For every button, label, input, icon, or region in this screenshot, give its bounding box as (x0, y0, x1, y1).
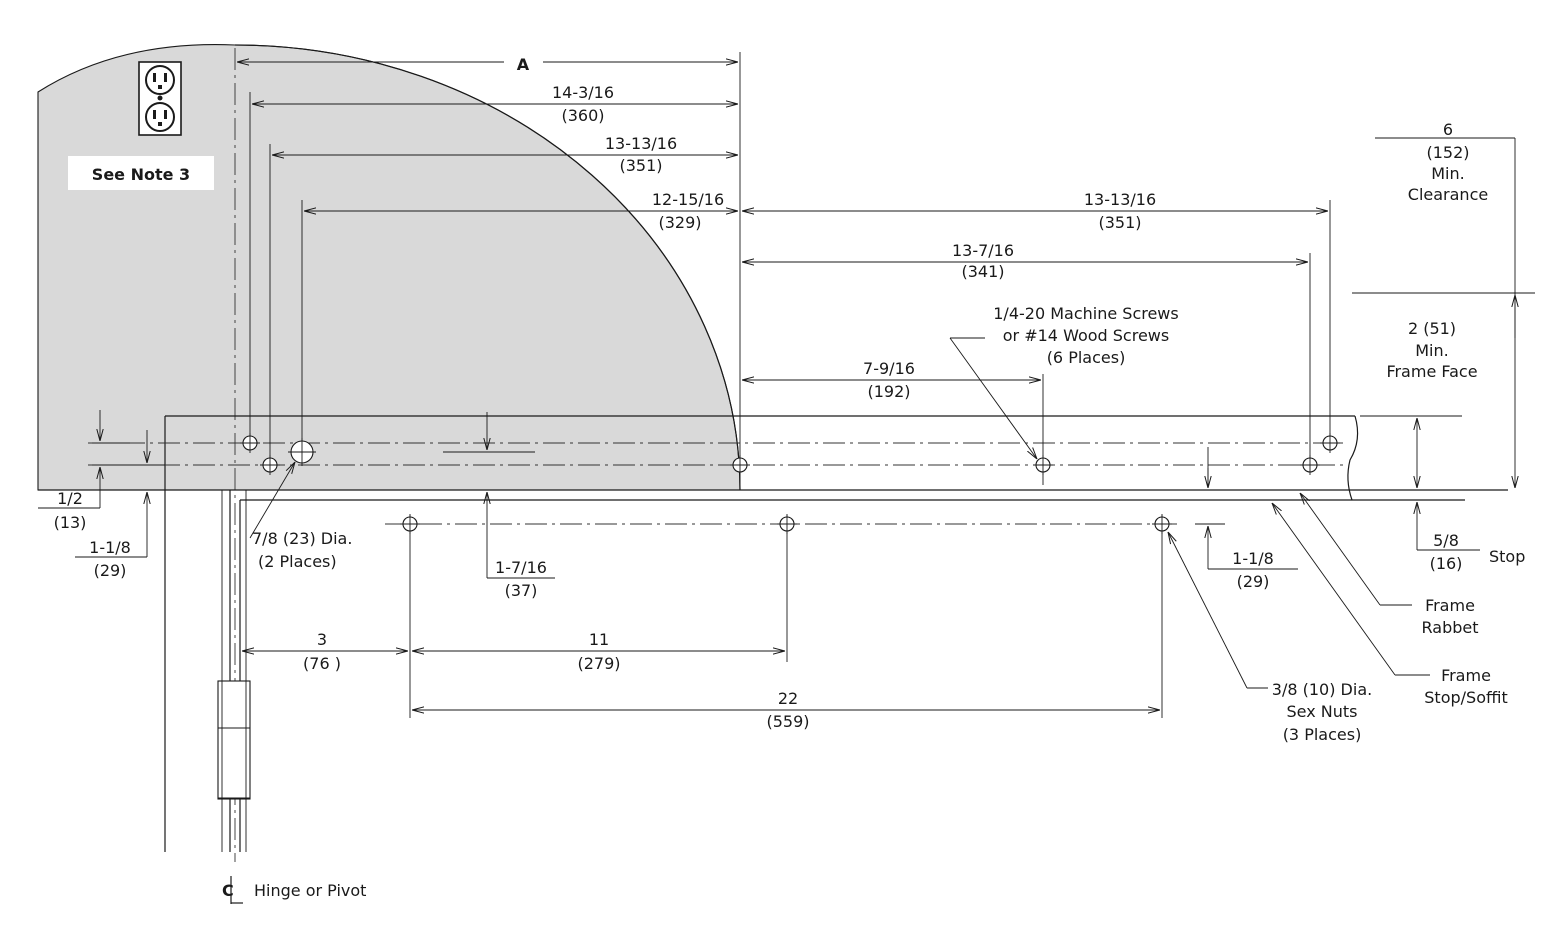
screws-note-line1: 1/4-20 Machine Screws (993, 304, 1178, 323)
dim-1-1-8-left-mm: (29) (94, 561, 127, 580)
dim-329: (329) (658, 213, 701, 232)
dim-1-1-8-right-mm: (29) (1237, 572, 1270, 591)
dia-7-8-line2: (2 Places) (258, 552, 337, 571)
clearance-min: Min. (1431, 164, 1464, 183)
dim-half: 1/2 (57, 489, 83, 508)
dim-5-8: 5/8 (1433, 531, 1459, 550)
clearance-label: Clearance (1408, 185, 1488, 204)
frame-face-value: 2 (51) (1408, 319, 1456, 338)
dim-13-7-16: 13-7/16 (952, 241, 1014, 260)
dim-351-left: (351) (619, 156, 662, 175)
dim-1-7-16: 1-7/16 (495, 558, 547, 577)
dimension-arrows (38, 62, 1515, 710)
dim-192: (192) (867, 382, 910, 401)
nuts-note-line1: 3/8 (10) Dia. (1272, 680, 1372, 699)
dim-7-9-16: 7-9/16 (863, 359, 915, 378)
see-note-label: See Note 3 (92, 165, 190, 184)
dim-11: 11 (589, 630, 609, 649)
centerline-symbol-icon: C (222, 876, 243, 904)
dim-341: (341) (961, 262, 1004, 281)
frame-face-label: Frame Face (1386, 362, 1477, 381)
dim-1-7-16-mm: (37) (505, 581, 538, 600)
hole-crosshairs (240, 433, 1340, 534)
dia-7-8-line1: 7/8 (23) Dia. (252, 529, 352, 548)
dim-351-right: (351) (1098, 213, 1141, 232)
dim-5-8-mm: (16) (1430, 554, 1463, 573)
svg-text:C: C (222, 881, 234, 900)
dim-279: (279) (577, 654, 620, 673)
nuts-note-line3: (3 Places) (1283, 725, 1362, 744)
frame-rabbet-line1: Frame (1425, 596, 1475, 615)
dim-22: 22 (778, 689, 798, 708)
dim-1-1-8-right: 1-1/8 (1232, 549, 1274, 568)
duplex-outlet-icon (138, 61, 182, 136)
nuts-note-line2: Sex Nuts (1287, 702, 1358, 721)
dim-14-3-16: 14-3/16 (552, 83, 614, 102)
frame-soffit-line2: Stop/Soffit (1424, 688, 1507, 707)
dim-a-label: A (517, 55, 530, 74)
dim-13-13-16-left: 13-13/16 (605, 134, 677, 153)
hinge-icon (217, 490, 251, 852)
leader-lines (249, 337, 1430, 689)
screws-note-line2: or #14 Wood Screws (1003, 326, 1169, 345)
dim-76: (76 ) (303, 654, 341, 673)
frame-soffit-line1: Frame (1441, 666, 1491, 685)
note-box (68, 156, 214, 190)
hinge-pivot-label: Hinge or Pivot (254, 881, 366, 900)
frame-face-min: Min. (1415, 341, 1448, 360)
door-swing-arc (234, 44, 741, 491)
dim-360: (360) (561, 106, 604, 125)
dim-half-mm: (13) (54, 513, 87, 532)
screws-note-line3: (6 Places) (1047, 348, 1126, 367)
dim-1-1-8-left: 1-1/8 (89, 538, 131, 557)
frame-rabbet-line2: Rabbet (1422, 618, 1479, 637)
stop-label: Stop (1489, 547, 1525, 566)
dim-12-15-16: 12-15/16 (652, 190, 724, 209)
dim-13-13-16-right: 13-13/16 (1084, 190, 1156, 209)
dim-559: (559) (766, 712, 809, 731)
clearance-value: 6 (1443, 120, 1453, 139)
dim-3: 3 (317, 630, 327, 649)
clearance-mm: (152) (1426, 143, 1469, 162)
